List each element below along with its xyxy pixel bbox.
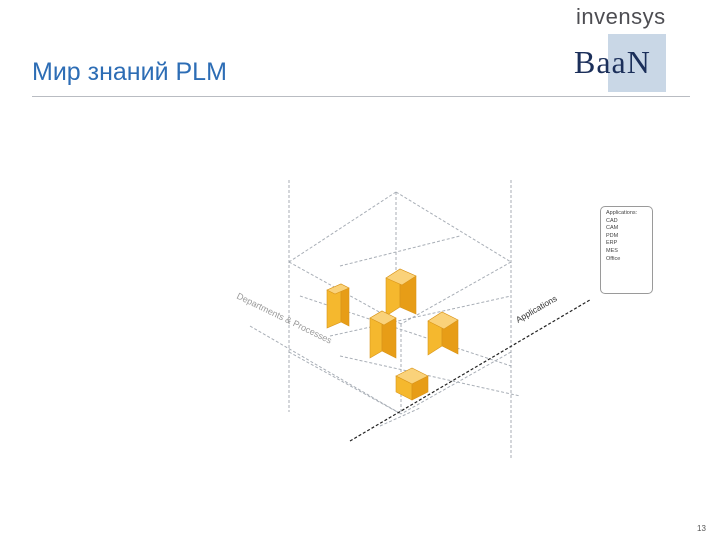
page-number: 13: [697, 524, 706, 533]
legend-item-mes: MES: [606, 247, 618, 254]
legend-title: Applications:: [606, 210, 638, 216]
applications-axis-label: Applications: [514, 293, 559, 325]
baan-logo: BaaN: [574, 44, 651, 80]
legend-item-cad: CAD: [606, 217, 618, 224]
departments-axis-text: Departments & Processes: [235, 291, 334, 346]
legend-item-pdm: PDM: [606, 232, 619, 239]
baan-logo-background: [608, 34, 666, 92]
applications-axis: [349, 299, 590, 442]
box-top-center: [385, 268, 417, 317]
box-right: [427, 311, 459, 356]
plm-cube-diagram: Departments & Processes Applications: [235, 180, 590, 458]
cube-wireframe: [249, 180, 521, 458]
legend-item-office: Office: [606, 255, 621, 262]
departments-axis-label: Departments & Processes: [235, 291, 334, 346]
slide-title: Мир знаний PLM: [32, 58, 227, 86]
legend-item-cam: CAM: [606, 225, 619, 232]
box-small-front: [395, 367, 429, 401]
applications-legend: Applications: CAD CAM PDM ERP MES Office: [600, 206, 653, 294]
legend-item-erp: ERP: [606, 240, 618, 247]
box-middle: [369, 310, 397, 359]
box-tall-left: [326, 283, 350, 329]
invensys-logo: invensys: [576, 4, 666, 29]
title-divider: [32, 96, 690, 97]
